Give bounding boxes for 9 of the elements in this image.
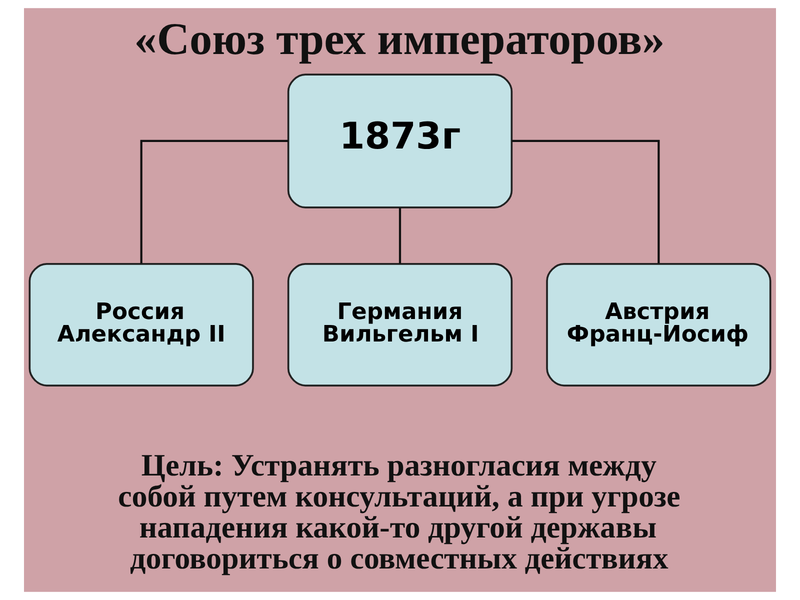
node-box: Австрия Франц-Иосиф [546, 263, 772, 386]
caption: Цель: Устранять разногласия между собой путем консультаций, а при угрозе нападения какой-то другой державы договориться о совместных действиях [118, 447, 680, 576]
node-box: Россия Александр II [28, 263, 254, 386]
connector [398, 208, 402, 264]
diagram-title: «Союз трех императоров» [134, 14, 665, 64]
connector [140, 140, 288, 264]
node-box: Германия Вильгельм I [287, 263, 513, 386]
connector [512, 140, 660, 264]
node-box: 1873г [287, 74, 513, 208]
